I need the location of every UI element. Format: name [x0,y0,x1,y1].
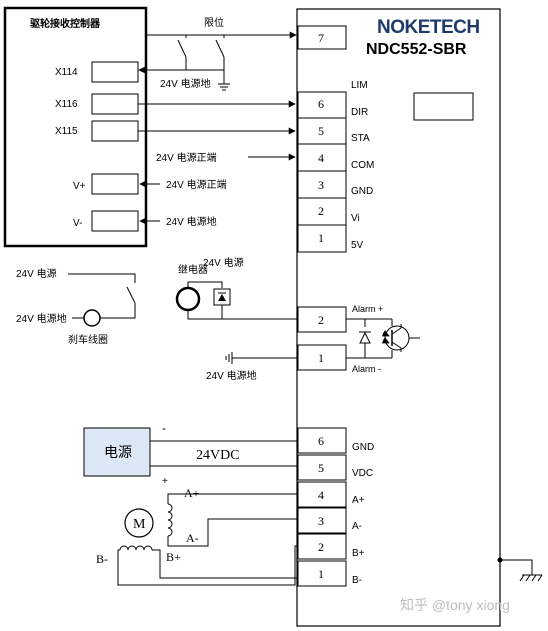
brake-circuit: 24V 电源 24V 电源地 刹车线圈 继电器 24V 电源 24V 电源地 [16,256,298,382]
power-voltage-label: 24VDC [196,448,240,463]
vplus-wire-label: 24V 电源正端 [166,178,227,191]
signal-gnd: GND [351,186,373,197]
power-terminal-5-num: 5 [318,461,324,475]
signal-sta: STA [351,133,370,144]
brand-logo: NOKETECH [377,17,480,38]
motor-terminal-2 [297,533,347,560]
motor-a-plus-label: A+ [352,495,365,506]
chassis-ground-icon [519,574,543,582]
motor-terminal-1-num: 1 [318,567,324,581]
terminal-2-num: 2 [318,204,324,218]
limit-label: 限位 [204,16,224,29]
signal-dir: DIR [351,107,368,118]
power-terminal-5 [297,454,347,481]
motor-wire-b-minus: B- [96,552,108,566]
com-wire-label: 24V 电源正端 [156,151,217,164]
model-name: NDC552-SBR [366,41,467,58]
controller-port-vminus [91,210,139,232]
alarm-terminal-2-num: 2 [318,313,324,327]
power-minus-label: - [162,421,166,435]
motor-terminal-1 [297,560,347,587]
motor-coil-b-icon [119,545,153,551]
power-terminal-6 [297,427,347,454]
limit-switch-circuit: 限位 24V 电源地 [138,16,297,91]
vminus-wire-label: 24V 电源地 [166,215,217,228]
driver-box: NOKETECH NDC552-SBR 7 6 5 4 3 2 1 LIM DI… [296,8,501,627]
optocoupler-icon [384,325,410,351]
motor-terminal-4 [297,481,347,508]
motor-terminal-3 [297,507,347,534]
terminal-7 [297,25,347,50]
power-terminal-6-num: 6 [318,434,324,448]
controller-box: 驱轮接收控制器 X114 X116 X115 V+ V- [3,6,148,248]
motor-wire-a-minus: A- [186,531,199,545]
motor-b-plus-label: B+ [352,548,365,559]
power-supply: 电源 - + 24VDC [83,421,298,487]
power-vdc-label: VDC [352,468,373,479]
controller-port-vplus [91,173,139,195]
terminal-5-num: 5 [318,124,324,138]
controller-port-x114-label: X114 [55,67,78,78]
motor-wiring: M A+ A- B+ B- [96,486,298,586]
power-plus-label: + [162,476,168,487]
motor-terminal-2-num: 2 [318,540,324,554]
terminal-6-num: 6 [318,97,324,111]
power-supply-label: 电源 [104,444,132,460]
motor-terminal-4-num: 4 [318,488,324,502]
power-supply-block [83,427,151,477]
brake-gnd-label: 24V 电源地 [16,312,67,325]
controller-port-vminus-label: V- [73,218,82,229]
brake-switch-icon [126,286,136,304]
limit-switch-1-icon [177,39,187,58]
motor-wire-b-plus: B+ [166,550,181,564]
motor-symbol-label: M [133,517,146,532]
alarm-gnd-label: 24V 电源地 [206,369,257,382]
terminal-3-num: 3 [318,178,324,192]
signal-5v: 5V [351,240,364,251]
motor-wire-a-plus: A+ [184,486,200,500]
alarm-terminal-1-num: 1 [318,351,324,365]
signal-wires: 24V 电源正端 24V 电源正端 24V 电源地 [138,100,296,228]
motor-b-minus-label: B- [352,575,362,586]
terminal-1-num: 1 [318,231,324,245]
controller-port-x114 [91,61,139,83]
signal-vi: Vi [351,213,360,224]
controller-port-x116 [91,93,139,115]
relay-label: 继电器 [178,263,208,276]
alarm-diode-icon [359,331,371,344]
driver-status-display [413,92,474,121]
terminal-4-num: 4 [318,151,324,165]
signal-com: COM [351,160,374,171]
terminal-block-signal [297,91,347,253]
alarm-ground-icon [225,352,233,364]
limit-ground-label: 24V 电源地 [160,77,211,90]
brake-coil-icon [83,309,101,327]
signal-lim: LIM [351,80,368,91]
controller-title: 驱轮接收控制器 [30,17,101,30]
alarm-plus-label: Alarm + [352,304,383,314]
limit-switch-2-icon [215,39,225,58]
relay-supply-label: 24V 电源 [203,256,244,269]
controller-port-x115-label: X115 [55,126,78,137]
frame-ground [497,557,543,582]
power-gnd-label: GND [352,442,374,453]
motor-a-minus-label: A- [352,521,362,532]
controller-port-x115 [91,120,139,142]
brake-supply-label: 24V 电源 [16,267,57,280]
controller-port-x116-label: X116 [55,99,78,110]
motor-coil-a-icon [167,503,173,537]
brake-coil-label: 刹车线圈 [68,333,108,346]
motor-terminal-3-num: 3 [318,514,324,528]
alarm-minus-label: Alarm - [352,364,381,374]
relay-coil-icon [175,286,201,312]
terminal-7-num: 7 [318,31,324,45]
motor-icon [124,508,154,538]
ground-icon [218,83,230,91]
alarm-output-circuit [346,318,420,359]
watermark: 知乎 @tony xiong [400,597,510,613]
controller-port-vplus-label: V+ [73,181,86,192]
